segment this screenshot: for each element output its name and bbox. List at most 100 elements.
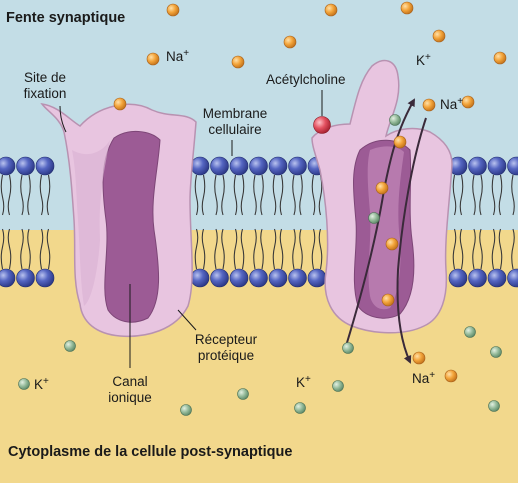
na-influx-arrow [396,117,427,364]
label-canal-line1: Canal [112,374,148,389]
potassium-ion [332,380,344,392]
phospholipid-head [468,156,487,176]
sodium-ion [385,237,399,251]
label-membrane: Membrane cellulaire [196,106,274,138]
lipid-tail [214,228,218,270]
phospholipid-head [268,156,288,176]
receptor-subunit-shading [72,140,110,306]
leader-lines [59,90,323,368]
lipid-tail [194,228,199,270]
label-canal-line2: ionique [108,390,152,405]
phospholipid-head [210,268,229,288]
ion-channel-closed [102,131,161,323]
phospholipid-head [35,268,55,288]
lipid-tail [214,174,218,216]
lipid-tail [46,228,51,270]
lipid-tail [511,174,515,216]
phospholipid-head [307,268,327,288]
sodium-ion [412,351,426,365]
label-membrane-line1: Membrane [202,106,268,121]
phospholipid-head [210,156,229,176]
sodium-ion [231,55,245,69]
lipid-tail [201,228,206,270]
lipid-tail [7,228,12,270]
label-site-fixation: Site de fixation [14,70,76,102]
potassium-ion [18,378,30,390]
lipid-tail [240,228,245,270]
label-site-fixation-line2: fixation [23,86,67,101]
lipid-tail [253,228,257,270]
lipid-tail [27,174,31,216]
receptor-closed [40,103,197,338]
lipid-tail [233,174,238,216]
lipid-tail [20,228,24,270]
phospholipid-head [16,156,35,176]
ion-label-k-bottom-left: K+ [34,376,49,392]
phospholipid-head [507,268,518,288]
title-synaptic-cleft: Fente synaptique [6,10,126,26]
cell-membrane [0,156,518,288]
site-fixation-leader [59,105,67,133]
lipid-tail [0,228,5,270]
potassium-ion [368,212,380,224]
label-site-fixation-line1: Site de [23,70,67,85]
lipid-tail [479,174,483,216]
lipid-tail [221,228,225,270]
ion-particles [18,1,507,416]
lipid-tail [311,174,316,216]
ion-label-na-bottom: Na+ [412,370,436,386]
phospholipid-head [448,268,468,288]
sodium-ion [113,97,127,111]
potassium-ion [294,402,306,414]
phospholipid-head [288,156,307,176]
lipid-tail [253,174,257,216]
lipid-tail [472,228,476,270]
lipid-tail [311,228,316,270]
lipid-tail [479,228,483,270]
lipid-tail [491,174,496,216]
potassium-ion [64,340,76,352]
sodium-ion [400,1,414,15]
ion-label-na-channel: Na+ [440,96,464,112]
sodium-ion [381,293,395,307]
label-recepteur-line2: protéique [197,348,255,363]
phospholipid-head [16,268,35,288]
lipid-tail [194,174,199,216]
phospholipid-head [229,268,249,288]
phospholipid-head [0,156,16,176]
potassium-ion [342,342,354,354]
lipid-tail [201,174,206,216]
phospholipid-head [487,156,507,176]
acetylcholine-molecule [313,116,331,134]
lipid-tail [46,174,51,216]
ion-label-na-top: Na+ [166,48,190,64]
lipid-tail [39,228,44,270]
sodium-ion [432,29,446,43]
phospholipid-head [249,268,268,288]
lipid-tail [27,228,31,270]
lipid-tail [7,174,12,216]
phospholipid-head [190,268,210,288]
label-membrane-line2: cellulaire [208,122,262,137]
label-recepteur-line1: Récepteur [194,332,258,347]
sodium-ion [146,52,160,66]
lipid-tail [260,228,264,270]
lipid-tail [292,174,296,216]
lipid-tail [39,174,44,216]
lipid-tail [240,174,245,216]
sodium-ion [461,95,475,109]
lipid-tail [472,174,476,216]
lipid-tail [491,228,496,270]
lipid-tail [498,174,503,216]
lipid-tail [279,228,284,270]
phospholipid-head [268,268,288,288]
sodium-ion [166,3,180,17]
lipid-tail [292,228,296,270]
potassium-ion [237,388,249,400]
lipid-tail [233,228,238,270]
lipid-tail [260,174,264,216]
phospholipid-head [229,156,249,176]
lipid-tail [452,174,457,216]
phospholipid-head [288,268,307,288]
